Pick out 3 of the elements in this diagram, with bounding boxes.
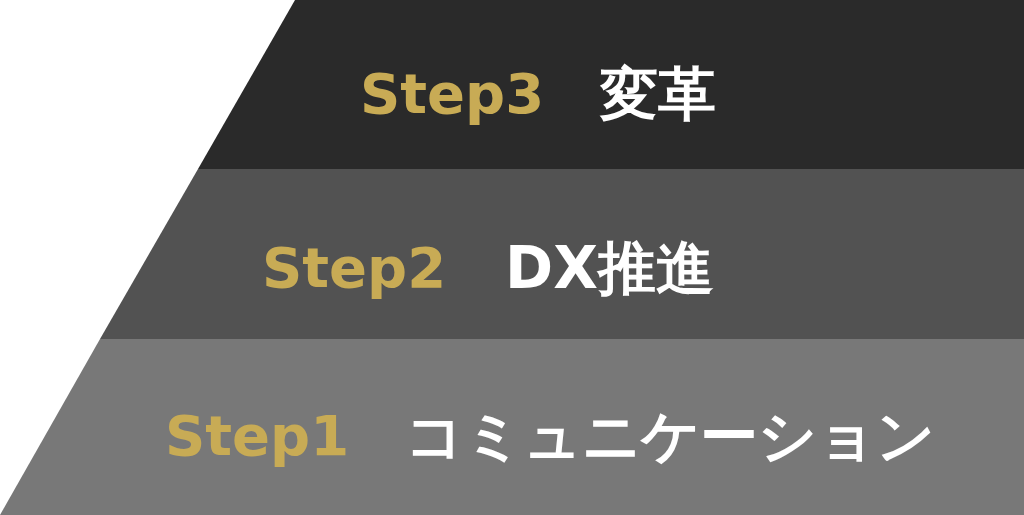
step-title: 変革 xyxy=(600,65,716,123)
step-title: コミュニケーション xyxy=(405,407,935,465)
step-title: DX推進 xyxy=(505,239,714,297)
